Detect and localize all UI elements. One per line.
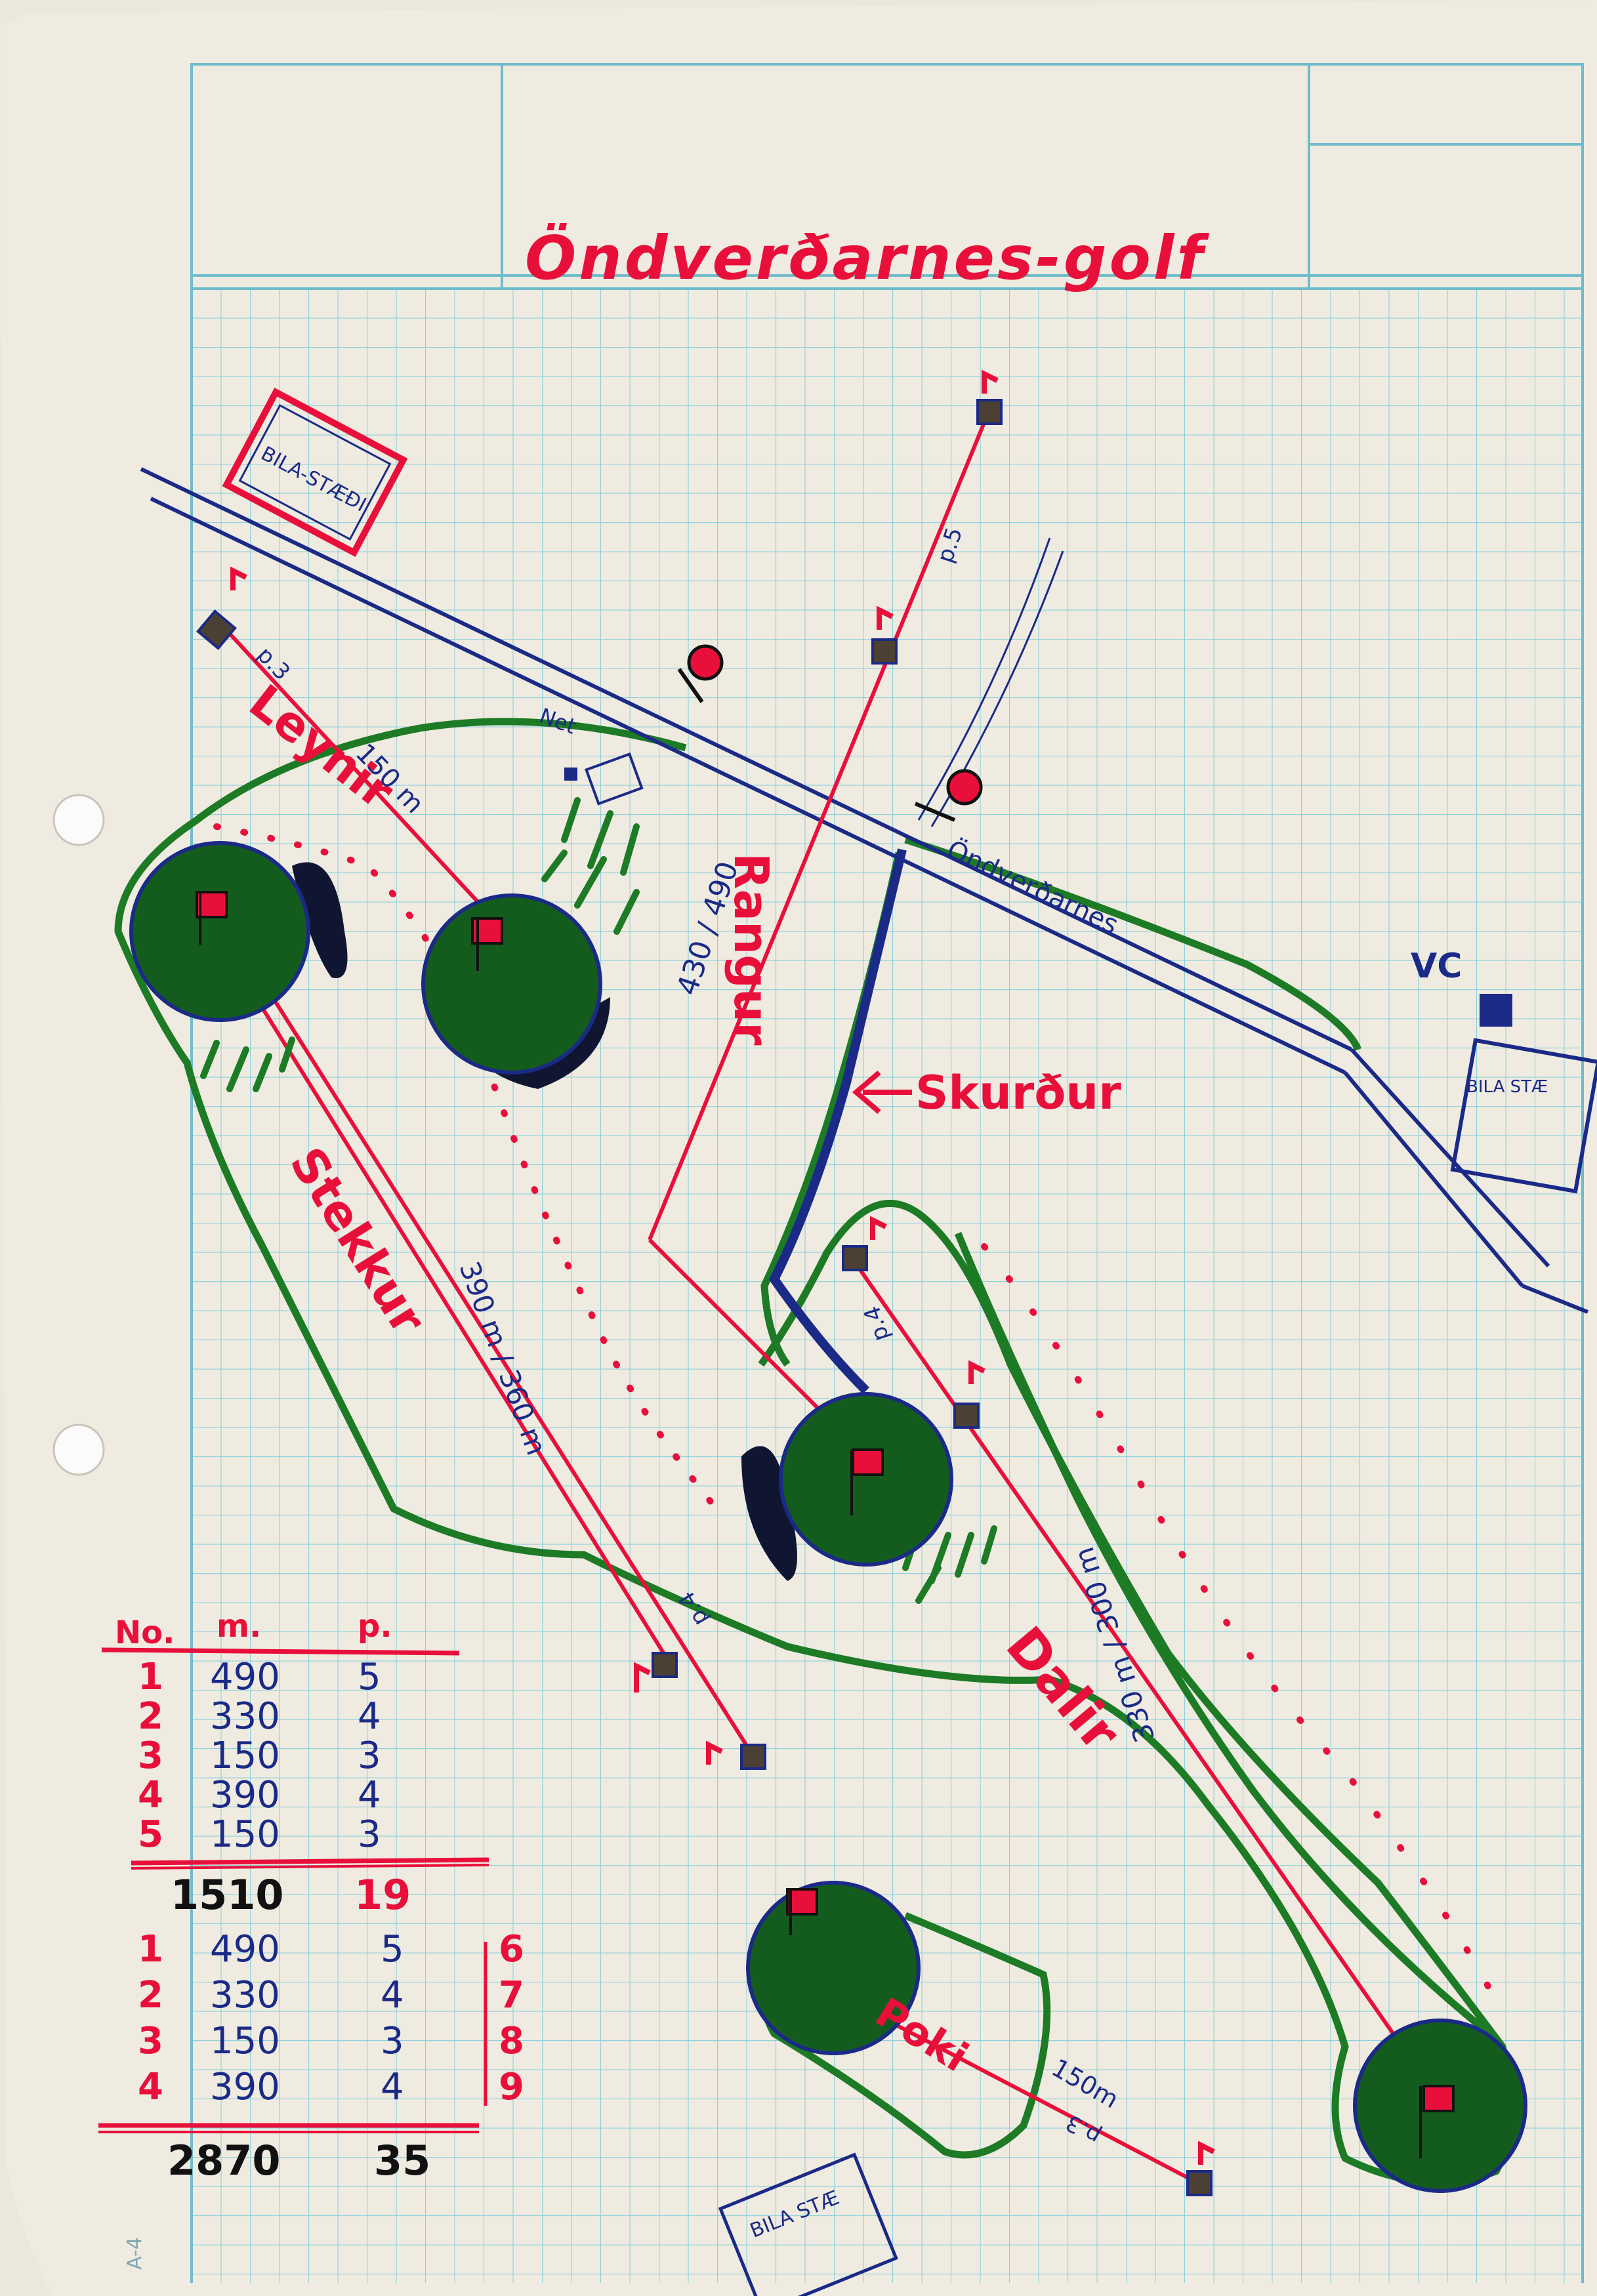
svg-text:390: 390 bbox=[210, 2066, 280, 2108]
tee-markers bbox=[196, 399, 1213, 2196]
punch-hole bbox=[52, 794, 105, 846]
svg-text:4: 4 bbox=[358, 1774, 381, 1816]
hole-name-rangur: Rangur bbox=[724, 853, 779, 1046]
svg-text:5: 5 bbox=[381, 1928, 404, 1971]
net bbox=[584, 752, 644, 806]
scorecard-header-no: No. bbox=[115, 1614, 175, 1651]
green-hole-3 bbox=[421, 893, 602, 1075]
svg-text:9: 9 bbox=[499, 2066, 524, 2108]
svg-text:6: 6 bbox=[499, 1928, 524, 1971]
fairway-boundary bbox=[114, 718, 1515, 2186]
svg-text:4: 4 bbox=[381, 1974, 404, 2017]
svg-text:330: 330 bbox=[210, 1974, 280, 2017]
scorecard-header-p: p. bbox=[358, 1608, 392, 1645]
svg-text:4: 4 bbox=[138, 1774, 163, 1816]
scorecard-row: 2 330 4 7 bbox=[138, 1974, 524, 2017]
road bbox=[140, 467, 1589, 1314]
svg-text:390: 390 bbox=[210, 1774, 280, 1816]
svg-text:3: 3 bbox=[358, 1813, 381, 1856]
ditch bbox=[768, 848, 907, 1394]
scorecard-row: 3 150 3 bbox=[138, 1734, 381, 1777]
scorecard-header-m: m. bbox=[217, 1608, 261, 1645]
sheet-code: A-4 bbox=[123, 2237, 146, 2270]
svg-text:1: 1 bbox=[138, 1656, 163, 1698]
scorecard-row: 5 150 3 bbox=[138, 1813, 381, 1856]
poki-fairway bbox=[760, 1912, 1051, 2159]
practice-pins bbox=[677, 644, 983, 822]
svg-text:5: 5 bbox=[138, 1813, 163, 1856]
scorecard-row: 3 150 3 8 bbox=[138, 2020, 524, 2062]
svg-text:4: 4 bbox=[358, 1695, 381, 1738]
scorecard-subtotal-p: 19 bbox=[354, 1871, 411, 1919]
svg-text:150: 150 bbox=[210, 1734, 280, 1777]
svg-text:150: 150 bbox=[210, 1813, 280, 1856]
svg-text:2: 2 bbox=[138, 1974, 163, 2017]
pin-flags bbox=[196, 891, 1455, 2158]
fairway-boundary bbox=[954, 1231, 1511, 2107]
svg-text:3: 3 bbox=[138, 2020, 163, 2062]
parking-label-right: BILA STÆ bbox=[1466, 1077, 1548, 1097]
scorecard-row: 1 490 5 bbox=[138, 1656, 381, 1698]
skurdur-label-group: Skurður bbox=[852, 1066, 1121, 1120]
scorecard: No. m. p. 1 490 5 2 330 4 3 150 3 4 390 … bbox=[98, 1608, 524, 2184]
punch-hole bbox=[52, 1424, 105, 1476]
svg-text:150: 150 bbox=[210, 2020, 280, 2062]
svg-text:330: 330 bbox=[210, 1695, 280, 1738]
bunker bbox=[292, 862, 348, 979]
road-verge bbox=[904, 836, 1362, 1052]
scorecard-subtotal-m: 1510 bbox=[171, 1871, 284, 1919]
svg-text:490: 490 bbox=[210, 1656, 280, 1698]
scorecard-total-p: 35 bbox=[374, 2137, 430, 2184]
scorecard-row: 2 330 4 bbox=[138, 1695, 381, 1738]
svg-text:4: 4 bbox=[138, 2066, 163, 2108]
creek bbox=[917, 537, 1051, 821]
skurdur-label: Skurður bbox=[915, 1066, 1121, 1120]
svg-text:3: 3 bbox=[138, 1734, 163, 1777]
svg-text:7: 7 bbox=[499, 1974, 524, 2017]
map-title: Öndverðarnes-golf bbox=[525, 222, 1209, 293]
svg-text:490: 490 bbox=[210, 1928, 280, 1971]
scorecard-row: 4 390 4 bbox=[138, 1774, 381, 1816]
svg-text:8: 8 bbox=[499, 2020, 524, 2062]
tee-flags bbox=[230, 369, 1215, 2165]
svg-text:2: 2 bbox=[138, 1695, 163, 1738]
svg-text:5: 5 bbox=[358, 1656, 381, 1698]
svg-text:3: 3 bbox=[358, 1734, 381, 1777]
vc-label: VC bbox=[1411, 947, 1462, 986]
svg-text:4: 4 bbox=[381, 2066, 404, 2108]
scorecard-total-m: 2870 bbox=[167, 2137, 281, 2184]
green-hole-1 bbox=[779, 1392, 953, 1567]
parking-right: VC BILA STÆ bbox=[1411, 947, 1597, 1194]
net-marker bbox=[564, 768, 577, 781]
green-hole-4 bbox=[129, 841, 310, 1022]
svg-text:1: 1 bbox=[138, 1928, 163, 1971]
svg-text:3: 3 bbox=[381, 2020, 404, 2062]
scorecard-row: 4 390 4 9 bbox=[138, 2066, 524, 2108]
scorecard-row: 1 490 5 6 bbox=[138, 1928, 524, 1971]
